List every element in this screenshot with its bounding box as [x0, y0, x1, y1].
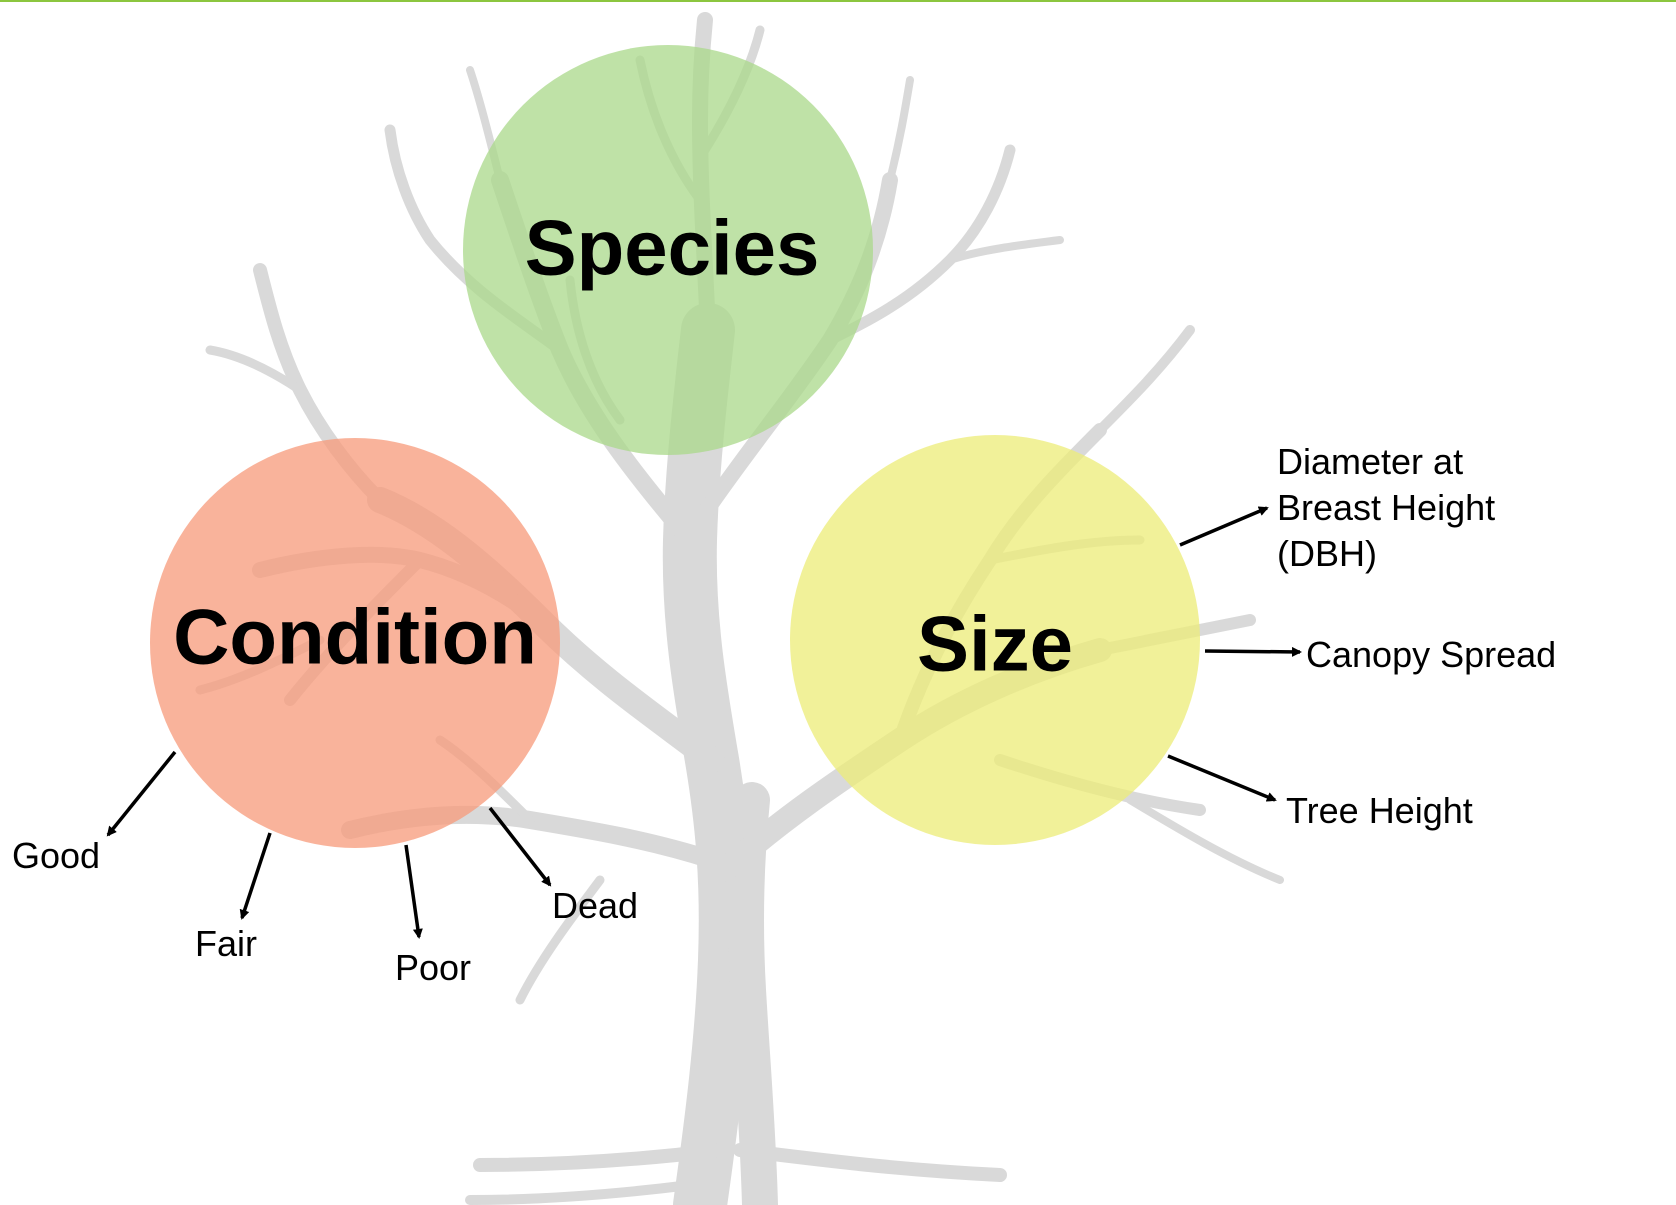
arrow-condition-good [106, 750, 177, 837]
species-label: Species [525, 204, 820, 292]
condition-item-fair: Fair [195, 923, 257, 964]
size-item-canopy: Canopy Spread [1306, 634, 1556, 675]
size-item-dbh-line3: (DBH) [1277, 533, 1377, 574]
arrow-condition-dead [488, 806, 552, 887]
condition-item-dead: Dead [552, 885, 638, 926]
condition-label: Condition [173, 593, 537, 681]
arrow-size-height [1167, 754, 1277, 802]
condition-circle [150, 438, 560, 848]
condition-item-good: Good [12, 835, 100, 876]
species-circle [463, 45, 873, 455]
size-circle [790, 435, 1200, 845]
arrow-condition-fair [239, 832, 272, 920]
arrow-condition-poor [404, 844, 423, 939]
size-item-dbh-line1: Diameter at [1277, 441, 1463, 482]
size-label: Size [917, 600, 1073, 688]
top-accent-rule [0, 0, 1676, 2]
condition-item-poor: Poor [395, 947, 471, 988]
size-item-height: Tree Height [1286, 790, 1473, 831]
arrow-size-canopy [1204, 646, 1302, 657]
arrow-size-dbh [1179, 506, 1269, 547]
size-item-dbh-line2: Breast Height [1277, 487, 1495, 528]
